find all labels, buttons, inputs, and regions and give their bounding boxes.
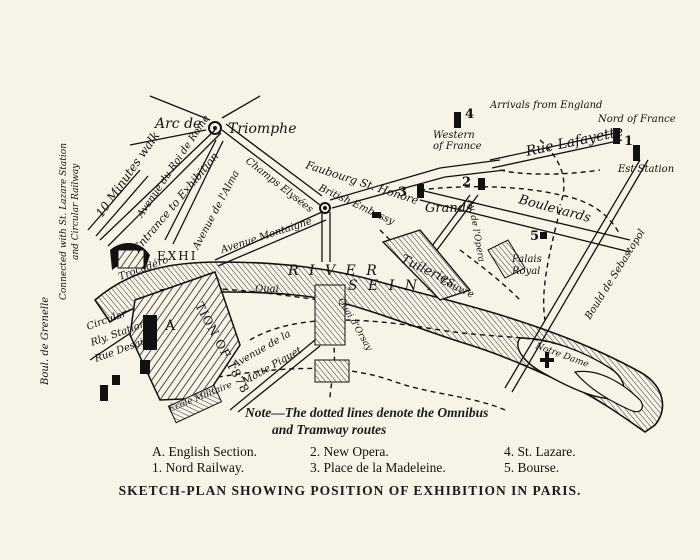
arc-de-label: Arc de: [153, 116, 201, 132]
royal-label: Royal: [511, 266, 540, 277]
ref-3: 3: [398, 185, 407, 200]
station-markers: [372, 112, 640, 368]
map-note: Note—The dotted lines denote the Omnibus…: [245, 404, 515, 438]
grenelle-label: Boul. de Grenelle: [40, 297, 51, 386]
river-label: R I V E R: [287, 263, 380, 279]
seine-label: S E I N E: [348, 278, 441, 294]
est-station-label: Est Station: [617, 164, 674, 175]
triomphe-label: Triomphe: [228, 121, 296, 137]
opera-marker: [478, 178, 485, 190]
st-lazare-marker: [454, 112, 461, 128]
legend-item: A. English Section.: [152, 444, 257, 459]
palais-label: Palais: [511, 254, 542, 265]
legend-item: 5. Bourse.: [504, 460, 560, 475]
boulevards-label: Boulevards: [516, 192, 593, 226]
rond-point-marker: [319, 202, 331, 214]
champs-label: Champs Elysées: [243, 156, 315, 215]
western-label: Western: [433, 130, 475, 141]
section-a-label: A: [164, 318, 176, 334]
quai-label: Quai: [255, 284, 279, 295]
nord-of-france-label: Nord of France: [597, 114, 676, 125]
rue-lafayette-label: Rue Lafayette: [524, 124, 625, 160]
nord-marker: [613, 128, 620, 144]
grands-label: Grands: [425, 201, 473, 216]
tuileries-louvre: Tuileries Louvre Palais Royal: [381, 229, 542, 301]
circular-railway-label: and Circular Railway: [71, 163, 81, 260]
of-france-label: of France: [433, 141, 482, 152]
bourse-marker: [540, 232, 547, 239]
embassy-marker: [372, 212, 381, 218]
paris-sketch-map: R I V E R S E I N E: [40, 95, 676, 433]
legend-col1: A. English Section. 1. Nord Railway.: [152, 444, 257, 476]
ref-1: 1: [624, 134, 633, 149]
connected-label: Connected with St. Lazare Station: [59, 143, 69, 300]
street-network: [87, 95, 649, 413]
note-line1: Note—The dotted lines denote the Omnibus: [245, 405, 489, 420]
ref-2: 2: [462, 175, 471, 190]
note-line2: and Tramway routes: [272, 422, 387, 437]
est-marker: [633, 145, 640, 161]
ile-saint-louis: [573, 370, 643, 413]
ref-4: 4: [465, 107, 474, 122]
ref-5: 5: [530, 229, 539, 244]
av-montaigne-label: Avenue Montaigne: [219, 216, 314, 256]
legend-item: 2. New Opera.: [310, 444, 389, 459]
map-caption: SKETCH-PLAN SHOWING POSITION OF EXHIBITI…: [118, 483, 582, 498]
english-section-block: [143, 315, 157, 350]
madeleine-marker: [417, 184, 424, 198]
legend-col2: 2. New Opera. 3. Place de la Madeleine.: [310, 444, 446, 476]
sebastopol-label: Bould de Sebastopol: [583, 228, 648, 323]
invalides-area: [314, 284, 350, 383]
river-seine: R I V E R S E I N E: [93, 261, 664, 433]
arrivals-england-label: Arrivals from England: [489, 100, 602, 111]
arc-de-triomphe-marker: [208, 121, 222, 135]
legend-item: 3. Place de la Madeleine.: [310, 460, 446, 475]
exhibition-label: EXHI: [157, 249, 198, 263]
legend-col3: 4. St. Lazare. 5. Bourse.: [504, 444, 576, 476]
legend-item: 4. St. Lazare.: [504, 444, 576, 459]
legend-item: 1. Nord Railway.: [152, 460, 245, 475]
